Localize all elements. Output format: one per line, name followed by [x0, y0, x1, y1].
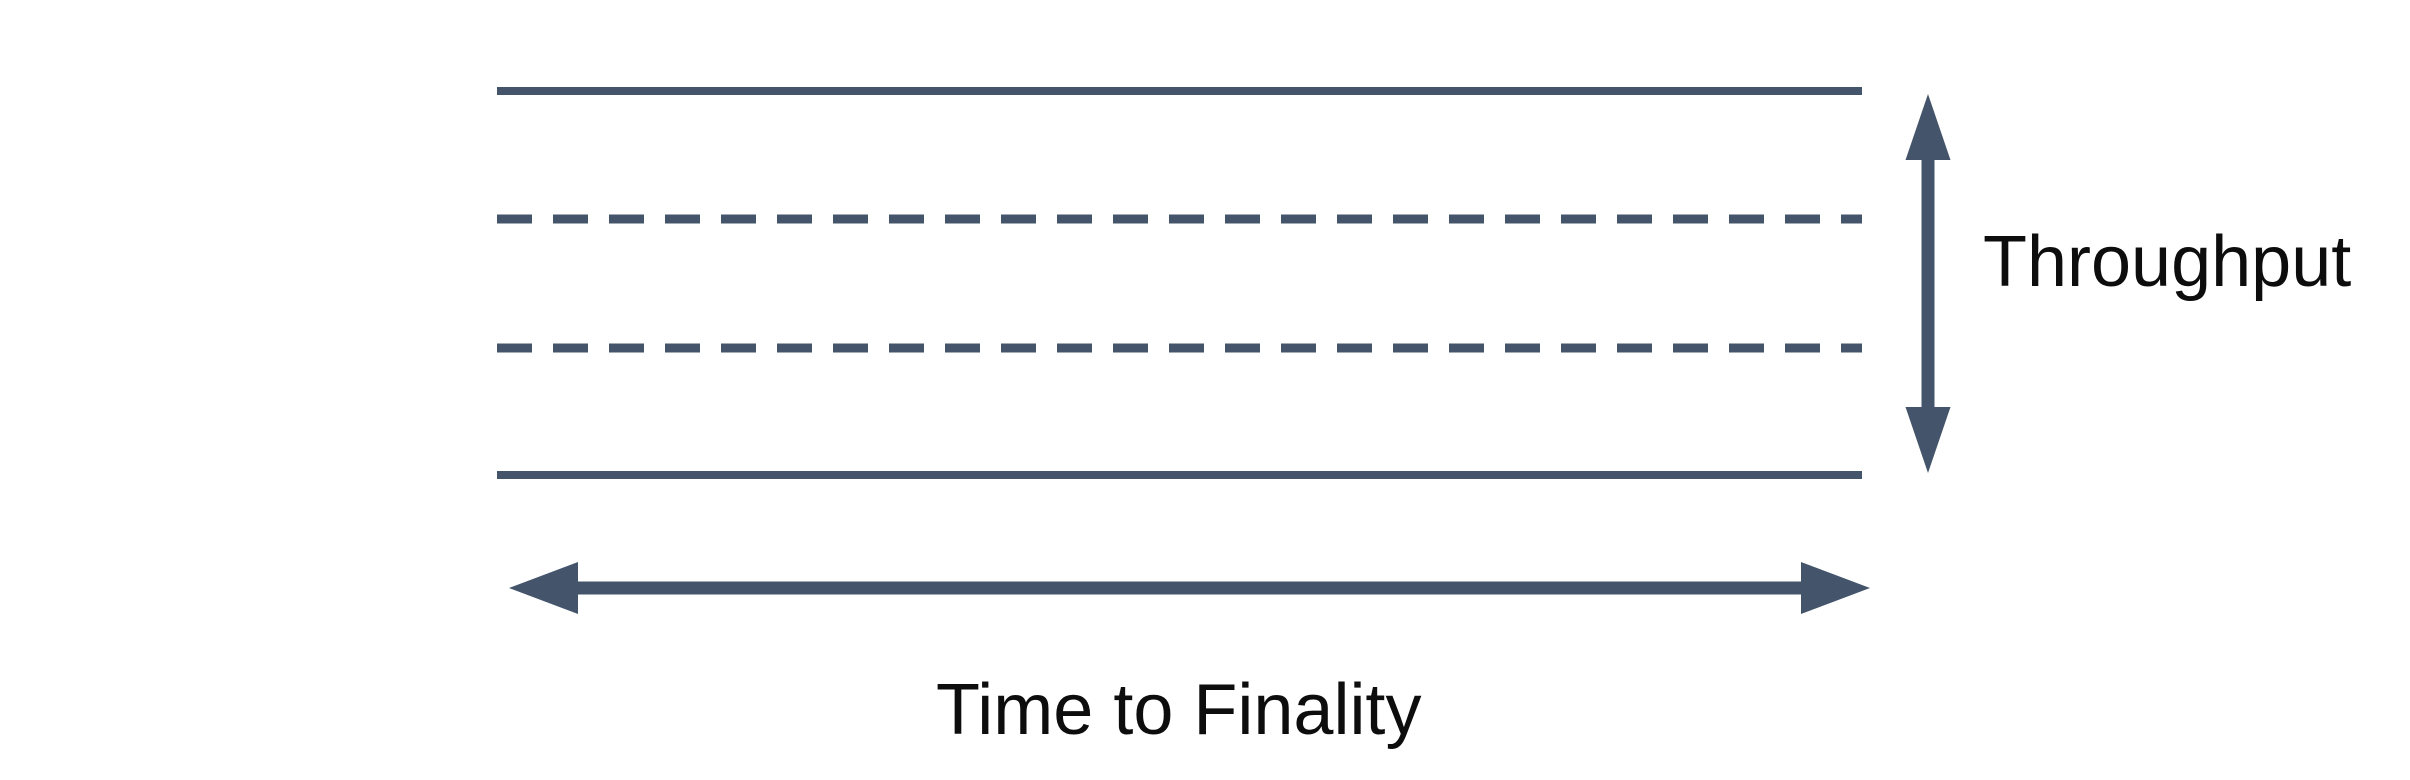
throughput-arrow-head-up	[1905, 94, 1951, 160]
throughput-arrow-head-down	[1905, 407, 1951, 473]
time-to-finality-arrow	[509, 562, 1870, 614]
throughput-label: Throughput	[1983, 222, 2352, 302]
time-to-finality-label: Time to Finality	[936, 670, 1422, 750]
time-to-finality-arrow-head-right	[1801, 562, 1870, 614]
throughput-arrow	[1905, 94, 1951, 473]
time-to-finality-arrow-head-left	[509, 562, 578, 614]
